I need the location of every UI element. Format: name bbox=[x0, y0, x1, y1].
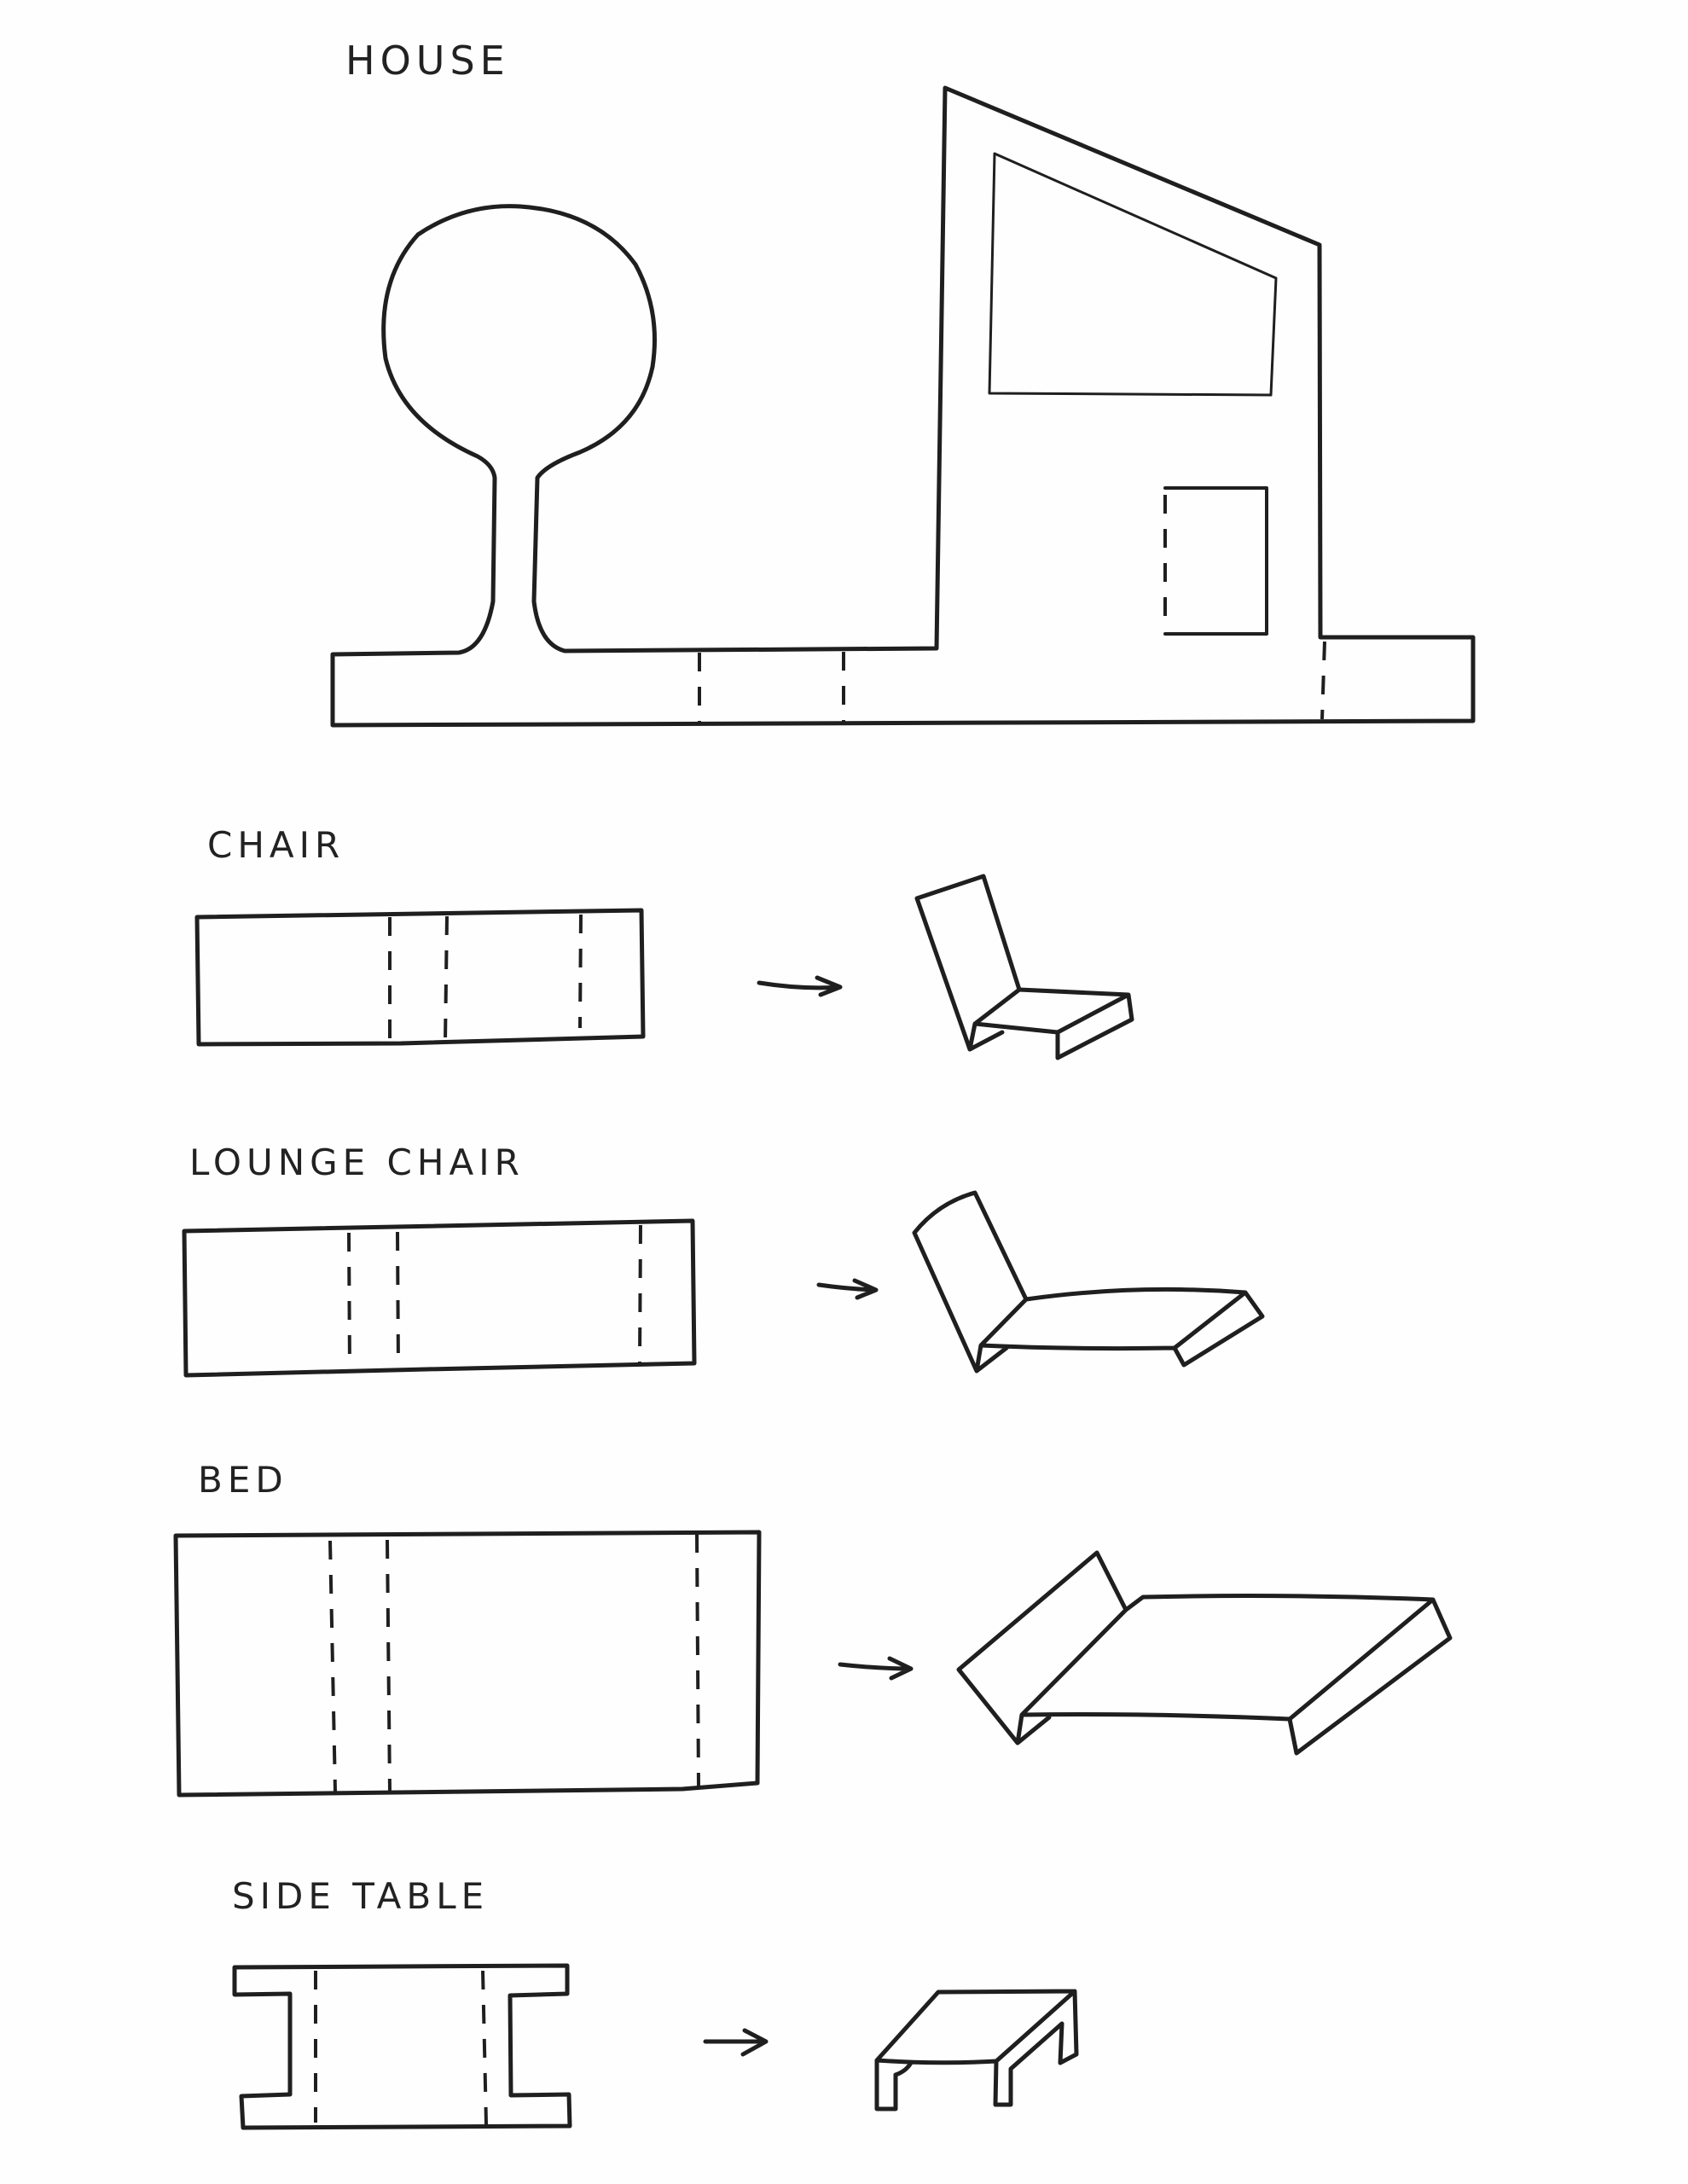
arrow-icon bbox=[757, 975, 843, 997]
side-table-label: SIDE TABLE bbox=[232, 1875, 490, 1917]
side-table-fold-line-2 bbox=[481, 1970, 488, 2125]
lounge-chair-folded-3d bbox=[912, 1190, 1265, 1374]
chair-folded-3d bbox=[914, 874, 1134, 1060]
chair-fold-line-3 bbox=[578, 914, 583, 1029]
chair-fold-line-2 bbox=[444, 915, 449, 1043]
side-table-flat-pattern bbox=[232, 1963, 572, 2130]
bed-fold-line-2 bbox=[386, 1539, 392, 1792]
lounge-fold-line-3 bbox=[638, 1224, 642, 1364]
side-table-folded-3d bbox=[874, 1989, 1079, 2111]
bed-flat-pattern bbox=[173, 1530, 762, 1798]
lounge-chair-diagram bbox=[182, 1190, 1265, 1378]
chair-flat-pattern bbox=[194, 908, 646, 1047]
chair-label: CHAIR bbox=[207, 824, 345, 866]
bed-fold-line-3 bbox=[695, 1533, 700, 1788]
bed-folded-3d bbox=[956, 1550, 1453, 1756]
lounge-chair-label: LOUNGE CHAIR bbox=[189, 1141, 525, 1183]
house-label: HOUSE bbox=[345, 38, 510, 84]
base-fold-line-3 bbox=[1320, 641, 1326, 720]
house-outline bbox=[330, 85, 1476, 728]
arrow-icon bbox=[703, 2028, 769, 2057]
house-window bbox=[988, 152, 1278, 397]
lounge-chair-flat-pattern bbox=[182, 1218, 697, 1378]
house-door bbox=[1163, 486, 1268, 636]
side-table-diagram bbox=[232, 1963, 1079, 2130]
bed-fold-line-1 bbox=[328, 1540, 337, 1792]
arrow-icon bbox=[838, 1656, 914, 1681]
chair-diagram bbox=[194, 874, 1134, 1060]
house-diagram bbox=[330, 85, 1476, 728]
bed-label: BED bbox=[198, 1459, 288, 1501]
lounge-fold-line-2 bbox=[396, 1231, 400, 1370]
lounge-fold-line-1 bbox=[347, 1232, 351, 1370]
bed-diagram bbox=[173, 1530, 1453, 1798]
arrow-icon bbox=[816, 1278, 879, 1300]
